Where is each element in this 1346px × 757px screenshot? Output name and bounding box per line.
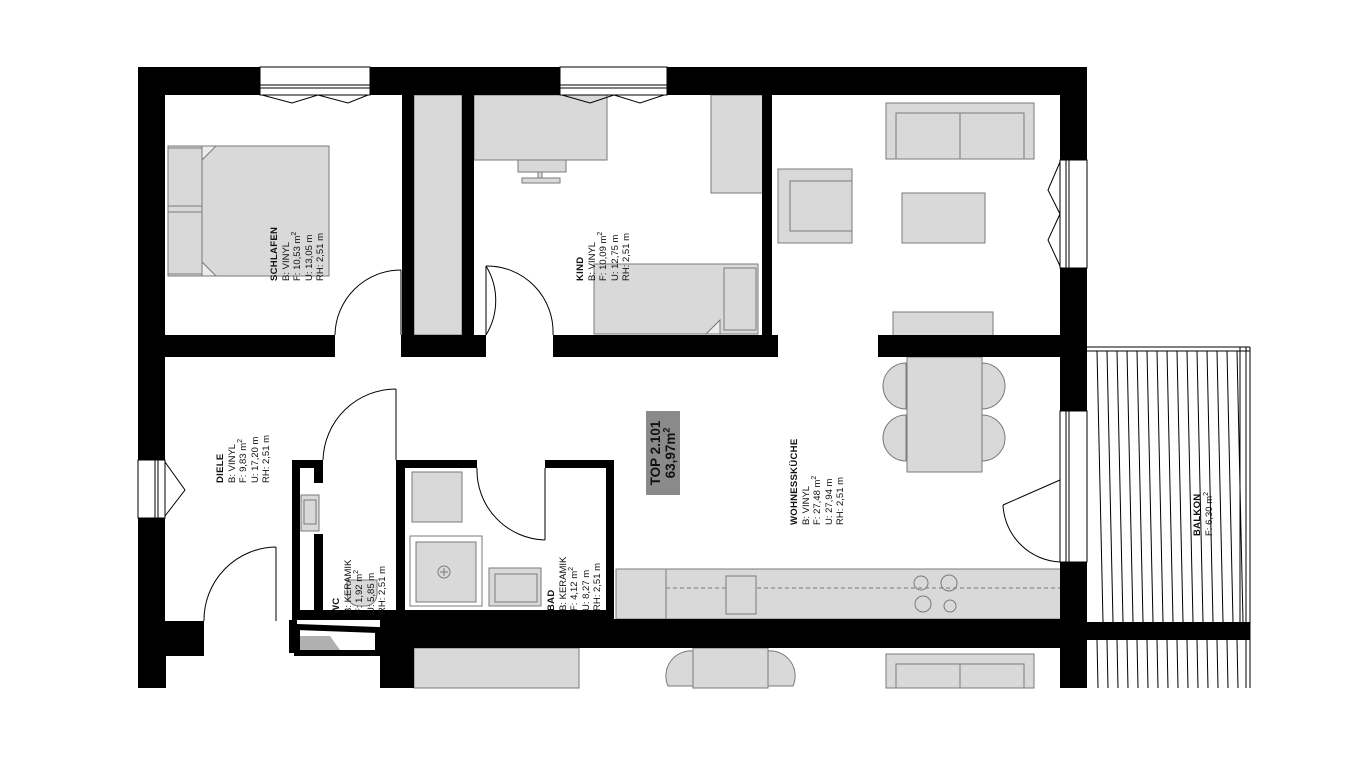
balcony-slat: [1206, 350, 1214, 623]
balcony-slat: [1146, 639, 1149, 689]
room-area: F: 10,09 m: [598, 235, 609, 281]
room-perimeter: U: 17,20 m: [249, 436, 261, 483]
balcony-slat: [1166, 639, 1169, 689]
floor-type: B: VINYL: [280, 241, 292, 281]
room-perimeter: U: 27,94 m: [823, 478, 835, 525]
walls: [138, 67, 1250, 688]
room-perimeter: U: 13,05 m: [303, 234, 315, 281]
balcony-slat: [1096, 350, 1104, 623]
doors: [203, 265, 1061, 622]
room-name: BAD: [546, 589, 557, 611]
double-bed: [167, 145, 330, 277]
room-area: F: 1,92 m: [354, 573, 365, 614]
balcony-slat: [1166, 350, 1174, 623]
balcony-slat: [1236, 639, 1239, 689]
room-height: RH: 2,51 m: [835, 476, 846, 525]
single-bed: [593, 263, 759, 335]
shower-tray: [409, 535, 483, 607]
shelf: [710, 94, 764, 194]
washing-machine: [411, 471, 463, 523]
windows: [137, 66, 1088, 563]
room-name: WOHNESSKÜCHE: [789, 438, 800, 525]
balcony-slat: [1176, 350, 1184, 623]
floor-type: B: VINYL: [226, 443, 238, 483]
toilet: [346, 579, 378, 607]
balcony-slat: [1096, 639, 1099, 689]
room-name: WC: [331, 597, 342, 614]
balcony-slat: [1236, 350, 1244, 623]
apartment-area: 63,97: [663, 444, 678, 479]
room-height: RH: 2,51 m: [621, 232, 632, 281]
balcony-slat: [1106, 639, 1109, 689]
balcony-slat: [1216, 639, 1219, 689]
balcony-slat: [1156, 639, 1159, 689]
balcony-slat: [1176, 639, 1179, 689]
apartment-badge: TOP 2.101 63,97m2: [646, 411, 680, 495]
room-perimeter: U: 8,27 m: [580, 569, 592, 611]
balcony-slat: [1126, 350, 1134, 623]
coffee-table: [901, 192, 986, 244]
balcony-slat: [1126, 639, 1129, 689]
dining-table: [882, 356, 1006, 473]
room-area: F: 27,48 m: [812, 479, 823, 525]
armchair: [777, 168, 853, 244]
room-area: F: 10,53 m: [292, 235, 303, 281]
room-height: RH: 2,51 m: [261, 434, 272, 483]
room-name: BALKON: [1192, 493, 1203, 536]
balcony-slat: [1216, 350, 1224, 623]
balcony-slat: [1206, 639, 1209, 689]
balcony-slat: [1116, 639, 1119, 689]
floor-type: B: KERAMIK: [342, 559, 354, 614]
furniture: [167, 94, 1062, 689]
wc-basin: [300, 494, 320, 532]
balcony-slat: [1136, 350, 1144, 623]
armchair-inner: [789, 180, 853, 232]
sofa: [885, 102, 1035, 160]
room-area: F: 9,83 m: [238, 442, 249, 483]
balcony-slat: [1146, 350, 1154, 623]
room-height: RH: 2,51 m: [592, 562, 603, 611]
floor-type: B: VINYL: [800, 485, 812, 525]
room-name: KIND: [575, 256, 586, 281]
room-perimeter: U: 5,85 m: [365, 572, 377, 614]
floor-type: B: VINYL: [586, 241, 598, 281]
balcony: [1087, 346, 1251, 689]
balcony-slat: [1186, 350, 1194, 623]
balcony-slat: [1226, 639, 1229, 689]
kitchen-counter: [615, 568, 1062, 620]
floor-type: B: KERAMIK: [557, 556, 569, 611]
room-name: SCHLAFEN: [269, 226, 280, 281]
balcony-slat: [1136, 639, 1139, 689]
room-height: RH: 2,51 m: [377, 565, 388, 614]
balcony-slat: [1156, 350, 1164, 623]
balcony-slat: [1196, 639, 1199, 689]
room-perimeter: U: 12,75 m: [609, 234, 621, 281]
room-height: RH: 2,51 m: [315, 232, 326, 281]
sideboard: [892, 311, 994, 337]
balcony-slat: [1226, 350, 1234, 623]
balcony-slat: [1106, 350, 1114, 623]
balcony-slat: [1196, 350, 1204, 623]
balcony-slat: [1186, 639, 1189, 689]
room-area: F: 4,12 m: [569, 570, 580, 611]
room-name: DIELE: [215, 453, 226, 483]
room-area: F: 6,30 m: [1203, 495, 1215, 536]
balcony-slat: [1116, 350, 1124, 623]
desk: [473, 94, 608, 184]
wardrobe: [413, 94, 463, 336]
